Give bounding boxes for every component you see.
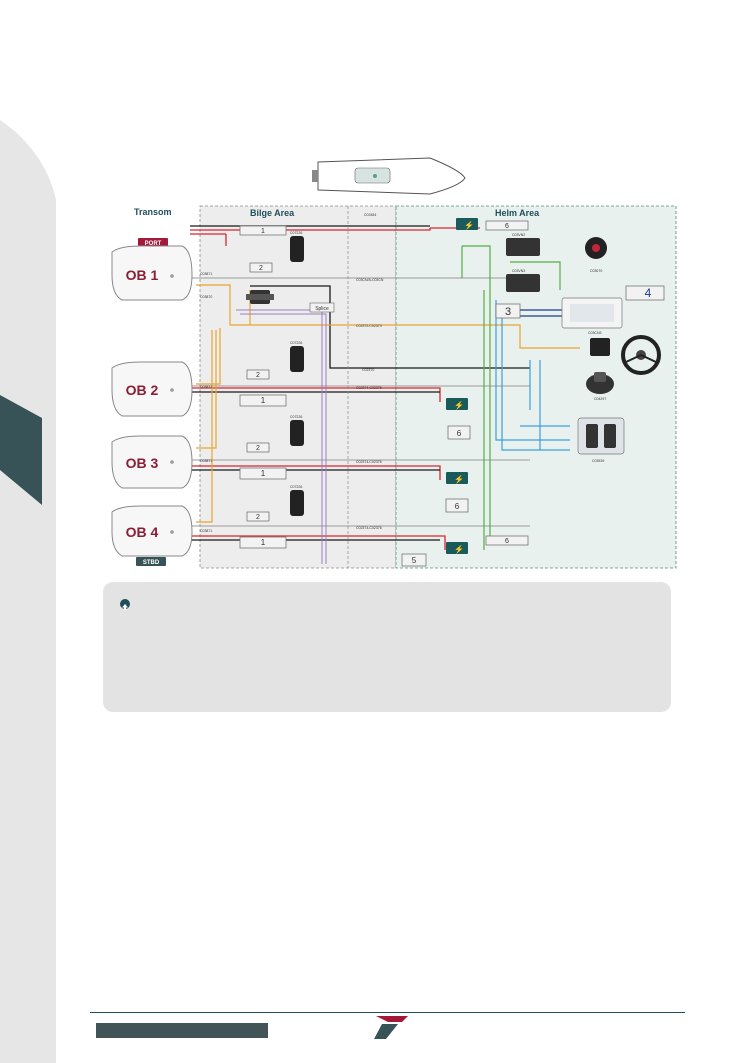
harness-code-5: C02374-C02376 [356,526,382,530]
battery-bolt-icon [446,398,468,410]
box-number: 6 [505,538,509,545]
box-number: 1 [261,469,266,478]
battery-bolt-icon [446,472,468,484]
harness-code-1: C03CN/A-C03CN [356,278,384,282]
box-number: 2 [256,372,260,379]
part-code-engine-1: C03871 [200,272,212,276]
box-number: 2 [256,445,260,452]
svg-text:⚡: ⚡ [454,544,464,554]
port-badge: PORT [145,241,162,247]
port-badge-bg [138,238,168,247]
fuel-filter-code: C07226 [290,415,302,419]
outboard-engine-2: OB 2 [111,361,193,417]
vessel-display-icon [561,297,623,329]
svg-text:⚡: ⚡ [454,400,464,410]
svg-text:⚡: ⚡ [454,474,464,484]
battery-bolt-icon [456,218,478,230]
splice-box [309,302,335,313]
engine-label-ob4: OB 4 [126,524,159,540]
steering-wheel-icon [621,335,661,375]
part-code-joystick: C04297 [594,397,606,401]
boat-topview-icon [312,157,466,195]
part-code-display: C03CN3 [588,331,601,335]
box-number: 2 [259,265,263,272]
harness-code-2: C02370 [362,368,374,372]
outboard-engine-1: OB 1 [111,245,193,301]
fuel-filter-code: C07226 [290,341,302,345]
box-number: 6 [505,223,509,230]
gauge-icon [590,338,610,356]
splice-label: Splice [315,306,329,312]
note-box [103,582,671,712]
stbd-badge: STBD [143,560,160,566]
info-up-icon [120,599,130,610]
trim-panel-icon [577,417,625,455]
battery-bolt-icon [446,542,468,554]
box-number: 3 [505,306,511,318]
box-number: 1 [261,538,266,547]
transom-heading: Transom [134,207,172,217]
helm-heading: Helm Area [495,208,540,218]
harness-code-4: C02374-C02376 [356,460,382,464]
part-code-engine-2: C03871 [200,385,212,389]
outboard-engine-4: OB 4 [111,505,193,557]
part-code-engine-3: C03871 [200,459,212,463]
stbd-badge-bg [136,557,166,566]
engine-label-ob1: OB 1 [126,267,159,283]
harness-code-mid: C02372-C02373 [356,324,382,328]
wiring-diagram: Transom Bilge Area Helm Area [111,157,677,569]
part-code-engine-4: C03871 [200,529,212,533]
harness-code-top: C02484 [364,213,376,217]
fuel-filter-code: C07226 [290,485,302,489]
box-number: 6 [457,429,462,438]
box-number: 5 [412,556,417,565]
box-number: 1 [261,396,266,405]
outboard-engine-3: OB 3 [111,435,193,489]
bilge-heading: Bilge Area [250,208,295,218]
part-code-engine-1b: C03870 [200,295,212,299]
part-code-helm-switch-2: C03VN3 [512,269,525,273]
box-number: 1 [261,228,265,235]
helm-area [395,205,677,569]
engine-label-ob2: OB 2 [126,382,159,398]
svg-text:⚡: ⚡ [464,220,474,230]
harness-code-3: C02374-C02376 [356,386,382,390]
part-code-helm-switch: C03VN2 [512,233,525,237]
brand-slash-logo [374,1016,408,1039]
footer-rule [90,1012,685,1013]
page-side-margin [0,0,56,1063]
pump-module-icon [246,290,274,304]
engine-label-ob3: OB 3 [126,455,159,471]
fuel-filter-code: C07226 [290,231,302,235]
part-code-key-panel: C03070 [590,269,602,273]
helm-switch-module [506,238,540,292]
box-number: 6 [455,502,460,511]
box-number: 2 [256,514,260,521]
joystick-icon [586,372,614,394]
box-number: 4 [645,286,652,300]
footer-bar [96,1023,268,1038]
key-panel-icon [585,237,607,259]
part-code-trim-panel: C03939 [592,459,604,463]
